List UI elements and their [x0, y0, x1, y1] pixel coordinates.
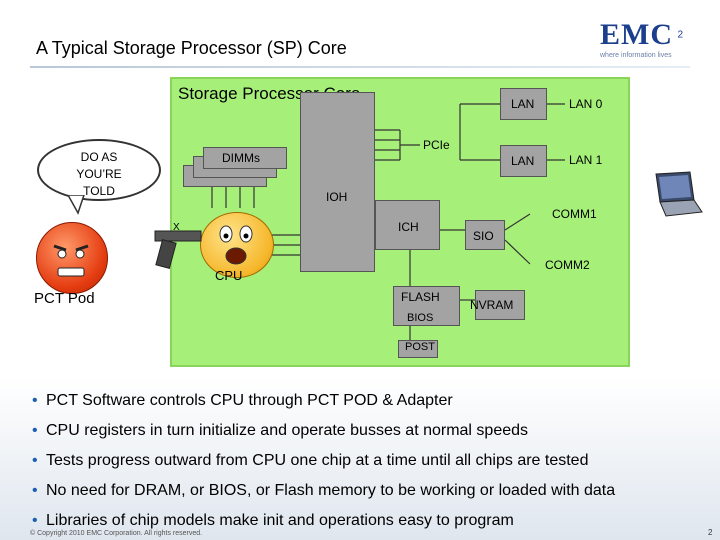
logo-superscript: 2 — [677, 29, 684, 41]
list-item: •CPU registers in turn initialize and op… — [32, 422, 529, 439]
comm1-label: COMM1 — [552, 207, 597, 221]
bubble-line: DO AS — [80, 150, 118, 164]
list-item: •Libraries of chip models make init and … — [32, 512, 514, 529]
ioh-label: IOH — [326, 190, 348, 204]
cpu-face-features — [219, 225, 253, 265]
logo-tagline: where information lives — [600, 52, 672, 59]
flash-chip — [393, 286, 460, 326]
dimms-label: DIMMs — [222, 151, 260, 165]
pct-pod-face-features — [53, 244, 89, 277]
speech-bubble: DO AS YOU’RE TOLD — [37, 139, 161, 201]
dimm-module — [203, 147, 287, 169]
lan0-label: LAN 0 — [569, 97, 603, 111]
bubble-line: TOLD — [83, 184, 115, 198]
header-divider — [30, 66, 690, 68]
cpu-face-icon — [200, 212, 274, 278]
bullet-text: PCT Software controls CPU through PCT PO… — [46, 392, 453, 409]
bubble-tail — [67, 195, 85, 215]
sio-label: SIO — [473, 229, 494, 243]
ich-label: ICH — [398, 220, 419, 234]
nvram-label: NVRAM — [470, 298, 514, 312]
post-chip — [398, 340, 438, 358]
slide-title: A Typical Storage Processor (SP) Core — [36, 38, 347, 58]
bullet-text: CPU registers in turn initialize and ope… — [46, 422, 529, 439]
nvram-chip — [475, 290, 525, 320]
page-number: 2 — [708, 528, 713, 537]
lan-b-label: LAN — [511, 154, 535, 168]
ich-chip — [375, 200, 440, 250]
bullet-text: Tests progress outward from CPU one chip… — [46, 452, 589, 469]
lan-chip-a — [500, 88, 547, 120]
lan1-label: LAN 1 — [569, 153, 603, 167]
logo-wordmark: EMC — [600, 18, 673, 51]
list-item: •No need for DRAM, or BIOS, or Flash mem… — [32, 482, 616, 499]
sio-chip — [465, 220, 505, 250]
emc-logo: EMC 2 where information lives — [600, 18, 704, 59]
ioh-chip — [300, 92, 375, 272]
comm2-label: COMM2 — [545, 258, 590, 272]
lan-a-label: LAN — [511, 97, 535, 111]
flash-label: FLASH — [401, 290, 440, 304]
lan-chip-b — [500, 145, 547, 177]
pct-pod-label: PCT Pod — [34, 290, 95, 307]
bullet-text: Libraries of chip models make init and o… — [46, 512, 514, 529]
bios-label: BIOS — [407, 312, 434, 324]
bubble-line: YOU’RE — [76, 167, 122, 181]
pcie-label: PCIe — [423, 138, 450, 152]
post-label: POST — [405, 341, 435, 353]
copyright: © Copyright 2010 EMC Corporation. All ri… — [30, 530, 203, 537]
list-item: •PCT Software controls CPU through PCT P… — [32, 392, 453, 409]
x-mark: X — [173, 222, 180, 233]
cpu-label: CPU — [215, 268, 243, 283]
pct-pod-face-icon — [36, 222, 108, 294]
list-item: •Tests progress outward from CPU one chi… — [32, 452, 589, 469]
bullet-text: No need for DRAM, or BIOS, or Flash memo… — [46, 482, 616, 499]
laptop-icon — [655, 171, 703, 217]
gun-icon — [154, 230, 202, 269]
